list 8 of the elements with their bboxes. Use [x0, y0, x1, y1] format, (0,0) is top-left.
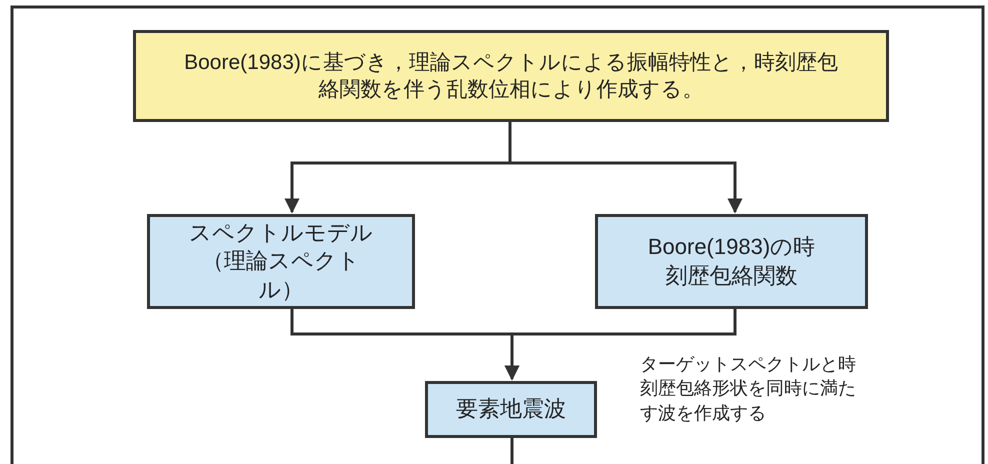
note-text: ターゲットスペクトルと時刻歴包絡形状を同時に満たす波を作成する [640, 353, 857, 425]
result-box: 要素地震波 [425, 381, 597, 438]
connector-line [510, 438, 514, 464]
process-box: Boore(1983)に基づき，理論スペクトルによる振幅特性と，時刻歴包絡関数を伴う乱数位相により作成する。 [133, 30, 889, 122]
process-box: Boore(1983)の時刻歴包絡関数 [595, 214, 868, 309]
arrow [504, 309, 736, 380]
process-box: スペクトルモデル（理論スペクトル） [147, 214, 415, 309]
arrow [508, 122, 742, 214]
